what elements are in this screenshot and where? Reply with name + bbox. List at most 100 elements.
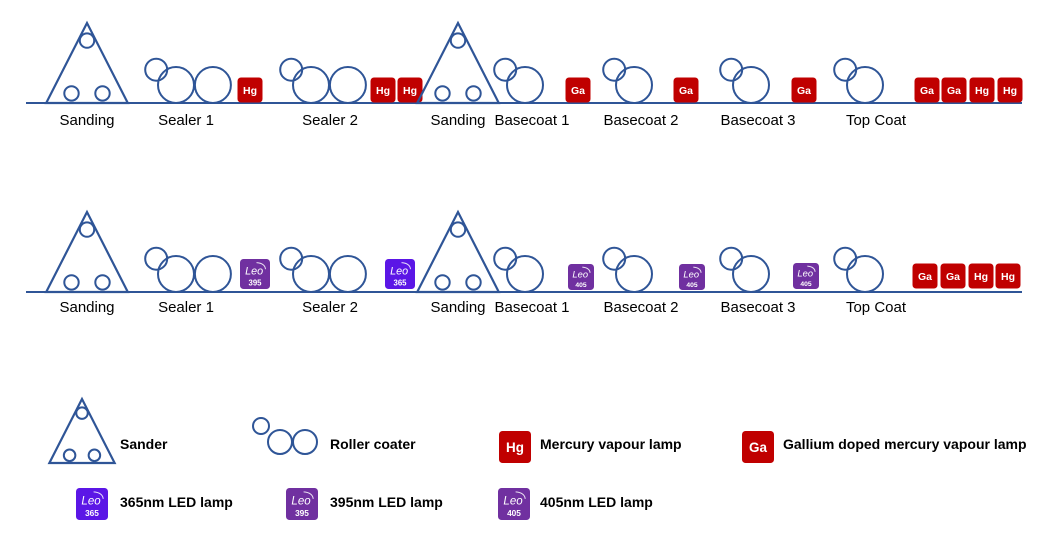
leo-logo-text: Leo xyxy=(683,270,699,280)
hg-lamp-label: Hg xyxy=(975,85,989,97)
station-label: Sealer 2 xyxy=(302,299,358,316)
legend-label: Gallium doped mercury vapour lamp xyxy=(783,436,1027,452)
roller-coater-icon xyxy=(279,57,367,104)
roller-coater-icon xyxy=(719,246,770,293)
ga-lamp-label: Ga xyxy=(679,85,693,97)
roller-coater-icon xyxy=(144,246,232,293)
ga-lamp-label: Ga xyxy=(918,271,932,283)
leo-logo-mark xyxy=(582,266,591,273)
roller-coater-icon xyxy=(833,246,884,293)
leo-logo-text: Leo xyxy=(503,496,523,508)
leo-logo-mark xyxy=(401,262,411,270)
leo-logo-mark xyxy=(693,266,702,273)
station-label: Sanding xyxy=(430,299,485,316)
ga-lamp-label: Ga xyxy=(946,271,960,283)
gallium-lamp-icon: Ga xyxy=(914,77,940,103)
station-8: Top Coat Ga Ga Hg Hg xyxy=(833,246,1021,316)
mercury-lamp-icon: Hg xyxy=(968,263,994,289)
mercury-lamp-icon: Hg xyxy=(995,263,1021,289)
station-6: Basecoat 2 Ga xyxy=(602,57,699,129)
led-wavelength-label: 405 xyxy=(800,281,812,288)
legend-label: Roller coater xyxy=(330,436,416,452)
hg-lamp-label: Hg xyxy=(1003,85,1017,97)
hg-lamp-label: Hg xyxy=(974,271,988,283)
legend: Sander Roller coater Hg Mercury vapour lamp… xyxy=(47,396,1027,520)
legend-label: Mercury vapour lamp xyxy=(540,436,682,452)
ga-lamp-label: Ga xyxy=(749,440,767,455)
hg-lamp-label: Hg xyxy=(376,85,390,97)
roller-coater-icon xyxy=(493,246,544,293)
station-5: Basecoat 1 Ga xyxy=(493,57,591,129)
station-2: Sealer 1Hg xyxy=(144,57,263,129)
station-label: Basecoat 3 xyxy=(720,299,795,316)
gallium-lamp-icon: Ga xyxy=(912,263,938,289)
leo-logo-mark xyxy=(93,491,104,499)
station-label: Top Coat xyxy=(846,112,907,129)
legend-label: Sander xyxy=(120,436,168,452)
roller-coater-icon xyxy=(602,57,653,104)
mercury-lamp-icon: Hg xyxy=(997,77,1023,103)
ga-lamp-label: Ga xyxy=(947,85,961,97)
hg-lamp-label: Hg xyxy=(1001,271,1015,283)
leo-logo-text: Leo xyxy=(291,496,311,508)
legend-item-ga: Ga Gallium doped mercury vapour lamp xyxy=(742,431,1027,463)
led-wavelength-label: 395 xyxy=(295,508,309,518)
roller-coater-icon xyxy=(144,57,232,104)
gallium-lamp-icon: Ga xyxy=(565,77,591,103)
sander-icon xyxy=(44,209,130,294)
roller-coater-icon xyxy=(833,57,884,104)
sander-icon xyxy=(44,20,130,105)
legend-item-sander: Sander xyxy=(47,396,168,465)
mercury-lamp-icon: Hg xyxy=(237,77,263,103)
gallium-lamp-icon: Ga xyxy=(940,263,966,289)
legend-label: 395nm LED lamp xyxy=(330,494,443,510)
leo-logo-text: Leo xyxy=(81,496,101,508)
sander-icon xyxy=(47,396,117,465)
roller-coater-icon xyxy=(493,57,544,104)
station-4: Sanding xyxy=(415,20,501,129)
station-label: Basecoat 3 xyxy=(720,112,795,129)
mercury-lamp-icon: Hg xyxy=(397,77,423,103)
gallium-lamp-icon: Ga xyxy=(791,77,817,103)
station-label: Sanding xyxy=(430,112,485,129)
leo-logo-text: Leo xyxy=(390,266,408,278)
station-1: Sanding xyxy=(44,209,130,316)
legend-label: 405nm LED lamp xyxy=(540,494,653,510)
ga-lamp-label: Ga xyxy=(797,85,811,97)
gallium-lamp-icon: Ga xyxy=(941,77,967,103)
led-wavelength-label: 365 xyxy=(393,278,407,287)
station-label: Sanding xyxy=(59,299,114,316)
legend-item-hg: Hg Mercury vapour lamp xyxy=(499,431,682,463)
station-label: Basecoat 1 xyxy=(494,112,569,129)
station-label: Basecoat 2 xyxy=(603,299,678,316)
ga-lamp-label: Ga xyxy=(920,85,934,97)
led-wavelength-label: 405 xyxy=(575,282,587,289)
sander-icon xyxy=(415,20,501,105)
leo-logo-mark xyxy=(807,265,816,272)
station-1: Sanding xyxy=(44,20,130,129)
hg-lamp-label: Hg xyxy=(506,440,524,455)
mercury-lamp-icon: Hg xyxy=(370,77,396,103)
roller-coater-icon xyxy=(719,57,770,104)
legend-item-roller-coater: Roller coater xyxy=(252,417,416,455)
station-label: Basecoat 2 xyxy=(603,112,678,129)
hg-lamp-label: Hg xyxy=(243,85,257,97)
led-wavelength-label: 365 xyxy=(85,508,99,518)
station-label: Top Coat xyxy=(846,299,907,316)
station-4: Sanding xyxy=(415,209,501,316)
gallium-lamp-icon: Ga xyxy=(742,431,774,463)
leo-logo-mark xyxy=(303,491,314,499)
leo-logo-text: Leo xyxy=(245,266,263,278)
